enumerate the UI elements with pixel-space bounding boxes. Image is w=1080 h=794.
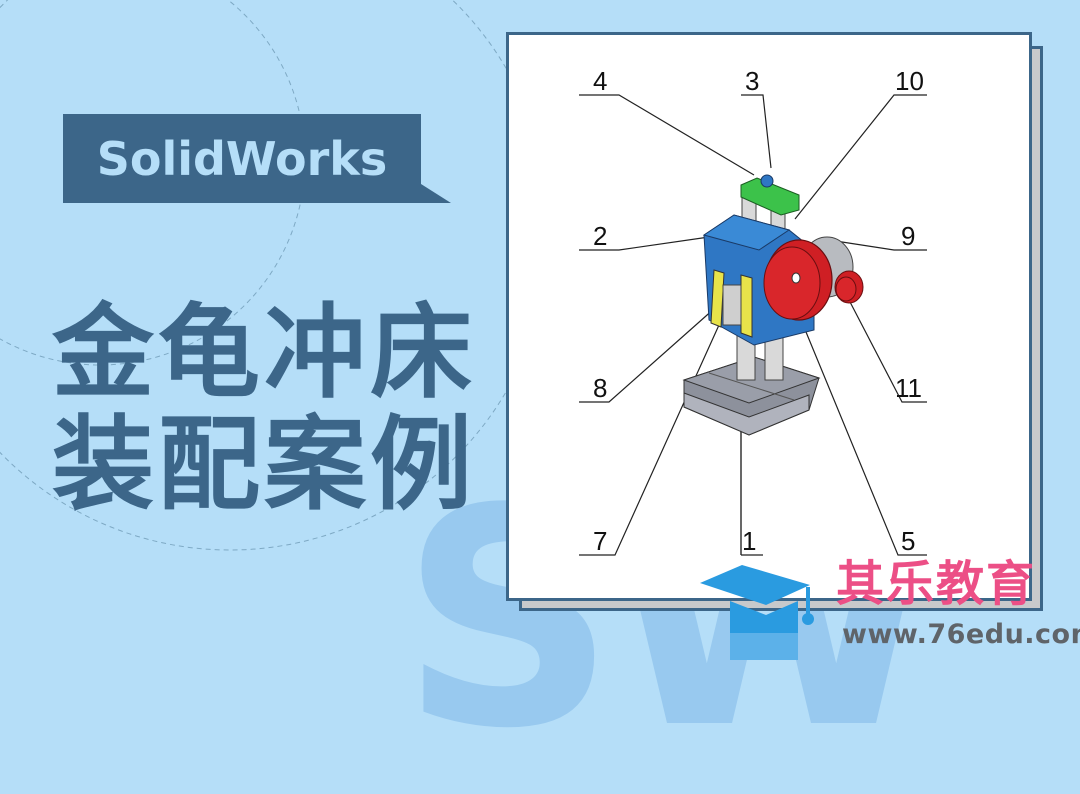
callout-7: 7 <box>593 526 607 556</box>
callout-9: 9 <box>901 221 915 251</box>
callout-2: 2 <box>593 221 607 251</box>
solidworks-badge <box>63 114 421 203</box>
callout-11: 11 <box>895 373 922 403</box>
badge-tail <box>421 184 451 203</box>
title-line-2: 装配案例 <box>52 406 476 525</box>
callout-8: 8 <box>593 373 607 403</box>
callout-5: 5 <box>901 526 915 556</box>
callout-3: 3 <box>745 66 759 96</box>
assembly-drawing-frame: 4 3 10 2 9 8 11 7 1 5 <box>506 32 1032 601</box>
brand-url[interactable]: www.76edu.com <box>842 619 1080 650</box>
graduation-cap-icon <box>700 565 814 660</box>
brand-name: 其乐教育 <box>836 556 1037 612</box>
callout-1: 1 <box>742 526 756 556</box>
badge-label: SolidWorks <box>96 131 388 186</box>
page-title: 金龟冲床 装配案例 <box>52 298 476 522</box>
callout-10: 10 <box>895 66 924 96</box>
title-line-1: 金龟冲床 <box>52 294 476 413</box>
callout-4: 4 <box>593 66 607 96</box>
punch-press-assembly-drawing: 4 3 10 2 9 8 11 7 1 5 <box>579 66 927 556</box>
